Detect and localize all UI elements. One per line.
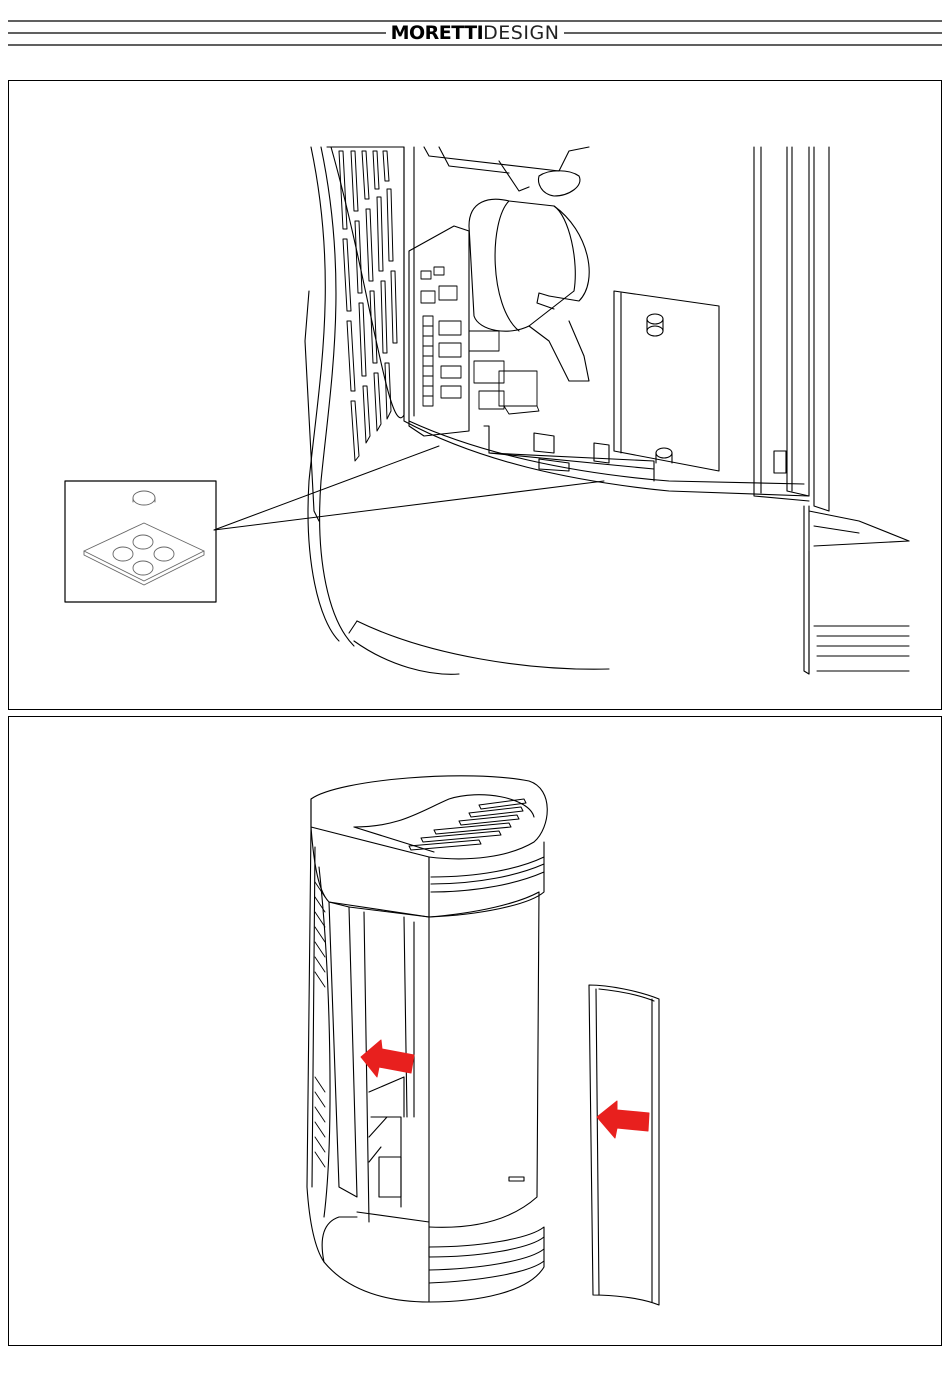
figure-panel-side-removal [8, 716, 942, 1346]
figure-panel-interior [8, 80, 942, 710]
stove-interior-illustration-icon [9, 81, 943, 711]
brand-bold: MORETTI [391, 22, 484, 44]
stove-side-panel-illustration-icon [9, 717, 943, 1347]
brand-logo: MORETTIDESIGN [0, 20, 950, 46]
brand-light: DESIGN [483, 22, 559, 44]
page-header: MORETTIDESIGN [0, 0, 950, 60]
